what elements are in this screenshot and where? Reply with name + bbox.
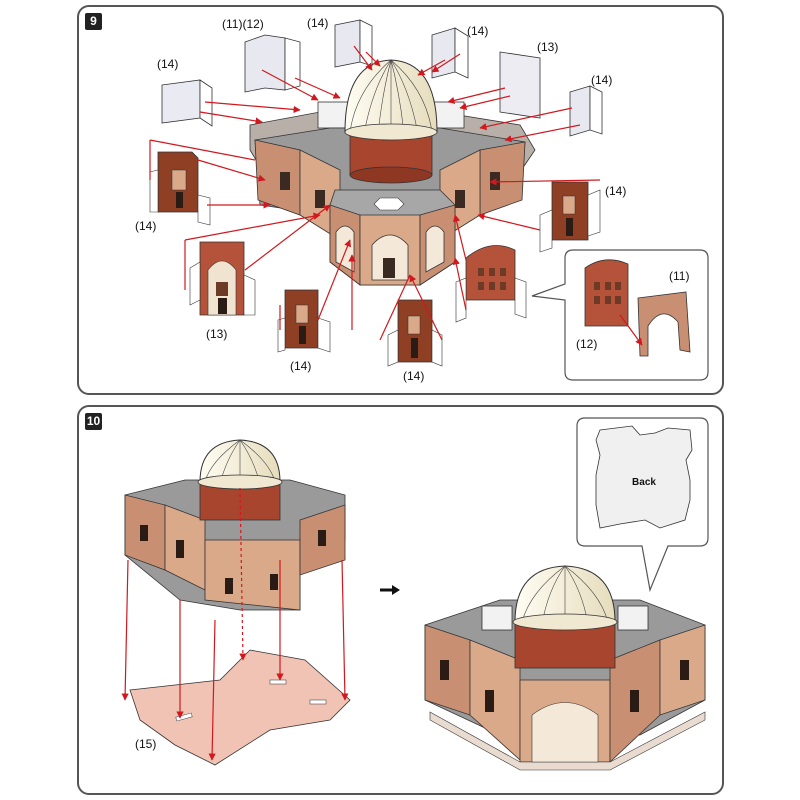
label-part-14: (14) xyxy=(591,73,612,87)
inset-part-12 xyxy=(584,259,629,327)
label-part-14: (14) xyxy=(157,57,178,71)
part-14-brick-bottom xyxy=(387,299,443,367)
part-labels-step9: (14) (11)(12) (14) (14) (13) (14) (14) (… xyxy=(135,16,626,383)
part-14-top xyxy=(334,19,373,68)
label-part-15: (15) xyxy=(135,737,156,751)
label-part-14: (14) xyxy=(307,16,328,30)
assembly-arrows-step9 xyxy=(149,45,601,341)
label-part-14: (14) xyxy=(605,184,626,198)
back-label: Back xyxy=(632,477,656,488)
label-part-14: (14) xyxy=(290,359,311,373)
detail-inset: (11) (12) xyxy=(531,249,709,381)
part-13-brick-left xyxy=(189,241,256,316)
next-arrow-icon xyxy=(380,585,400,595)
part-alcove-right xyxy=(455,245,527,323)
label-part-13: (13) xyxy=(206,327,227,341)
part-11-12-tall xyxy=(244,34,301,93)
part-14-top-left xyxy=(161,79,213,127)
part-14-brick-bottom-left xyxy=(277,289,331,353)
base-part-15 xyxy=(129,649,351,766)
monument-model-step10-finished xyxy=(424,565,706,771)
label-part-13: (13) xyxy=(537,40,558,54)
inset-label-12: (12) xyxy=(576,337,597,351)
inset-part-11 xyxy=(637,291,691,357)
part-14-brick-right xyxy=(539,181,601,253)
label-part-14: (14) xyxy=(135,219,156,233)
part-14-top-right xyxy=(431,27,469,79)
monument-model-step10-exploded xyxy=(124,439,346,611)
label-part-11-12: (11)(12) xyxy=(222,17,264,31)
label-part-14: (14) xyxy=(403,369,424,383)
assembly-arrows-step10 xyxy=(121,487,349,761)
back-view-callout: Back xyxy=(576,417,709,593)
label-part-14: (14) xyxy=(467,24,488,38)
part-14-brick-left xyxy=(149,151,211,226)
part-13-top-right xyxy=(499,51,541,119)
part-14-right-top xyxy=(569,85,603,137)
step-number: 9 xyxy=(85,13,102,30)
inset-label-11: (11) xyxy=(669,269,689,283)
monument-model-step9 xyxy=(249,59,536,286)
step-number: 10 xyxy=(85,413,102,430)
